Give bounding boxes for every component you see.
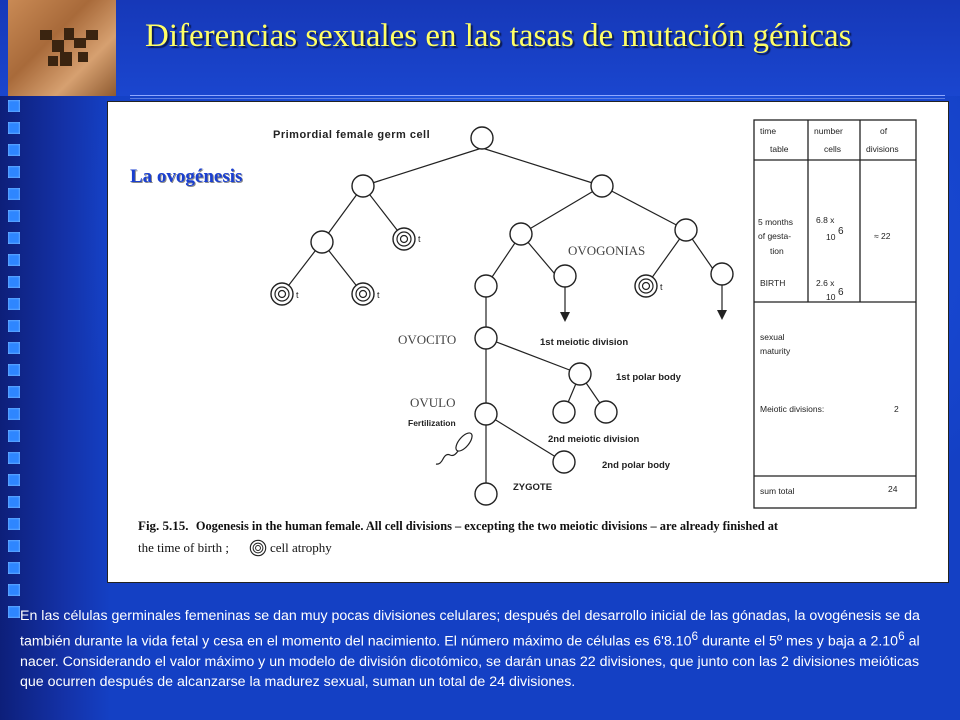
ovogonias-label: OVOGONIAS xyxy=(568,243,645,258)
second-polar-label: 2nd polar body xyxy=(602,460,671,471)
row4-value: 2 xyxy=(894,404,899,414)
row1-time-1: 5 months xyxy=(758,217,793,227)
row3-time-2: maturity xyxy=(760,346,791,356)
decor-squares xyxy=(8,100,22,628)
row2-cells-1: 2.6 x xyxy=(816,278,835,288)
row5-value: 24 xyxy=(888,484,898,494)
row2-time: BIRTH xyxy=(760,278,785,288)
caption-part-1: En las células germinales femeninas se d… xyxy=(20,608,920,650)
tree-cells xyxy=(270,126,734,506)
row3-time-1: sexual xyxy=(760,332,785,342)
row5-label: sum total xyxy=(760,486,795,496)
row2-cells-exp: 6 xyxy=(838,287,844,298)
logo-mark-icon xyxy=(40,28,98,66)
overlay-label: La ovogénesis xyxy=(130,166,242,187)
caption-exp-1: 6 xyxy=(691,629,699,643)
table-header-table: table xyxy=(770,144,789,154)
diagram-panel: t t t t Primordial female germ cell 1st … xyxy=(107,101,949,583)
atrophy-marks: t t t t xyxy=(296,234,663,300)
svg-text:t: t xyxy=(377,290,380,300)
oogenesis-diagram: t t t t Primordial female germ cell 1st … xyxy=(130,119,917,557)
row1-cells-1: 6.8 x xyxy=(816,215,835,225)
caption-part-2: durante el 5º mes y baja a 2.10 xyxy=(698,633,899,650)
table-header-cells: cells xyxy=(824,144,841,154)
first-meiotic-label: 1st meiotic division xyxy=(540,337,628,348)
caption-part-3: al nacer. Considerando el valor máximo y… xyxy=(20,633,920,690)
atrophy-legend-icon xyxy=(249,539,267,557)
row1-time-2: of gesta- xyxy=(758,231,791,241)
table-header-time: time xyxy=(760,126,776,136)
row4-label: Meiotic divisions: xyxy=(760,404,824,414)
table-header-number: number xyxy=(814,126,843,136)
arrow-heads xyxy=(560,310,727,322)
zygote-label: ZYGOTE xyxy=(513,482,552,493)
fig-caption-line2: the time of birth ; xyxy=(138,540,229,555)
ovocito-label: OVOCITO xyxy=(398,332,456,347)
svg-text:Fig. 5.15. Oogenesis i: Fig. 5.15. Oogenesis in the human female… xyxy=(138,518,779,533)
second-meiotic-label: 2nd meiotic division xyxy=(548,434,640,445)
table-header-divisions: divisions xyxy=(866,144,899,154)
header-band xyxy=(0,0,960,96)
fig-number: Fig. 5.15. xyxy=(138,518,189,533)
university-logo xyxy=(8,0,116,96)
slide-title: Diferencias sexuales en las tasas de mut… xyxy=(145,18,852,54)
division-table xyxy=(753,119,917,509)
row1-cells-exp: 6 xyxy=(838,226,844,237)
row1-time-3: tion xyxy=(770,246,784,256)
table-header-of: of xyxy=(880,126,888,136)
title-divider-2 xyxy=(130,98,945,99)
svg-text:t: t xyxy=(296,290,299,300)
tree-edges xyxy=(281,147,723,494)
slide-caption: En las células germinales femeninas se d… xyxy=(20,606,945,692)
svg-text:t: t xyxy=(660,282,663,292)
row2-cells-2: 10 xyxy=(826,292,836,302)
title-divider xyxy=(130,95,945,96)
fig-caption-line3: cell atrophy xyxy=(270,540,332,555)
fertilization-label: Fertilization xyxy=(408,418,456,428)
root-label: Primordial female germ cell xyxy=(273,129,430,141)
svg-text:t: t xyxy=(418,234,421,244)
caption-exp-2: 6 xyxy=(898,629,905,643)
sperm-icon xyxy=(435,432,473,465)
svg-text:the time of birth ;: the time of birth ; xyxy=(138,540,229,555)
row1-cells-2: 10 xyxy=(826,232,836,242)
first-polar-label: 1st polar body xyxy=(616,372,682,383)
fig-caption-line1: Oogenesis in the human female. All cell … xyxy=(196,519,779,533)
ovulo-label: OVULO xyxy=(410,395,456,410)
row1-divisions: ≈ 22 xyxy=(874,231,891,241)
